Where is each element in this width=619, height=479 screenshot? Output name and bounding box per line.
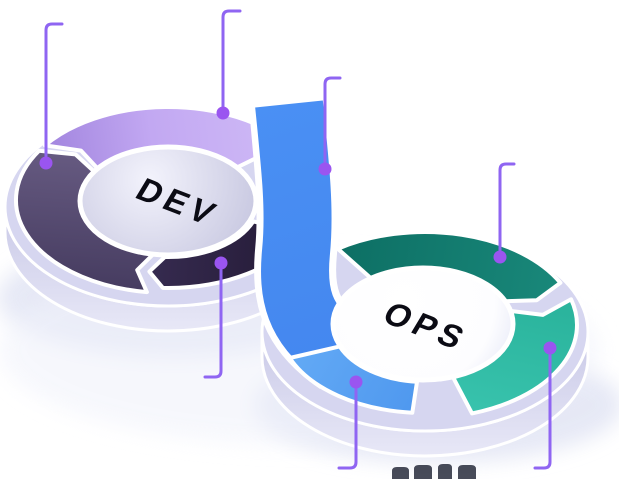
dev-center-disc <box>77 144 259 258</box>
callouts <box>39 9 557 470</box>
ribbon-side-highlight <box>334 123 360 243</box>
callout-line <box>203 268 223 379</box>
callout-dev-left-segment <box>39 22 64 170</box>
callout-line <box>323 76 342 164</box>
callout-dot <box>493 250 507 264</box>
ribbon <box>255 100 358 379</box>
ribbon-group <box>248 92 367 389</box>
callout-dot <box>39 156 53 170</box>
callout-line <box>337 387 358 470</box>
ops-center-disc <box>330 265 516 383</box>
callout-ops-bottom-segment <box>337 375 363 470</box>
callout-dot <box>349 375 363 389</box>
callout-line <box>44 22 64 158</box>
callout-dev-bottom-segment <box>203 256 228 379</box>
callout-line <box>533 353 552 470</box>
callout-dot <box>543 341 557 355</box>
callout-dot <box>318 162 332 176</box>
callout-ops-top-segment <box>493 162 516 264</box>
callout-dot <box>214 256 228 270</box>
callout-ops-right-segment <box>533 341 557 470</box>
callout-ribbon <box>318 76 342 176</box>
callout-dev-top-segment <box>216 9 242 120</box>
callout-line <box>221 9 242 109</box>
callout-dot <box>216 106 230 120</box>
callout-line <box>498 162 516 252</box>
cropped-caption-remnant <box>392 464 476 479</box>
